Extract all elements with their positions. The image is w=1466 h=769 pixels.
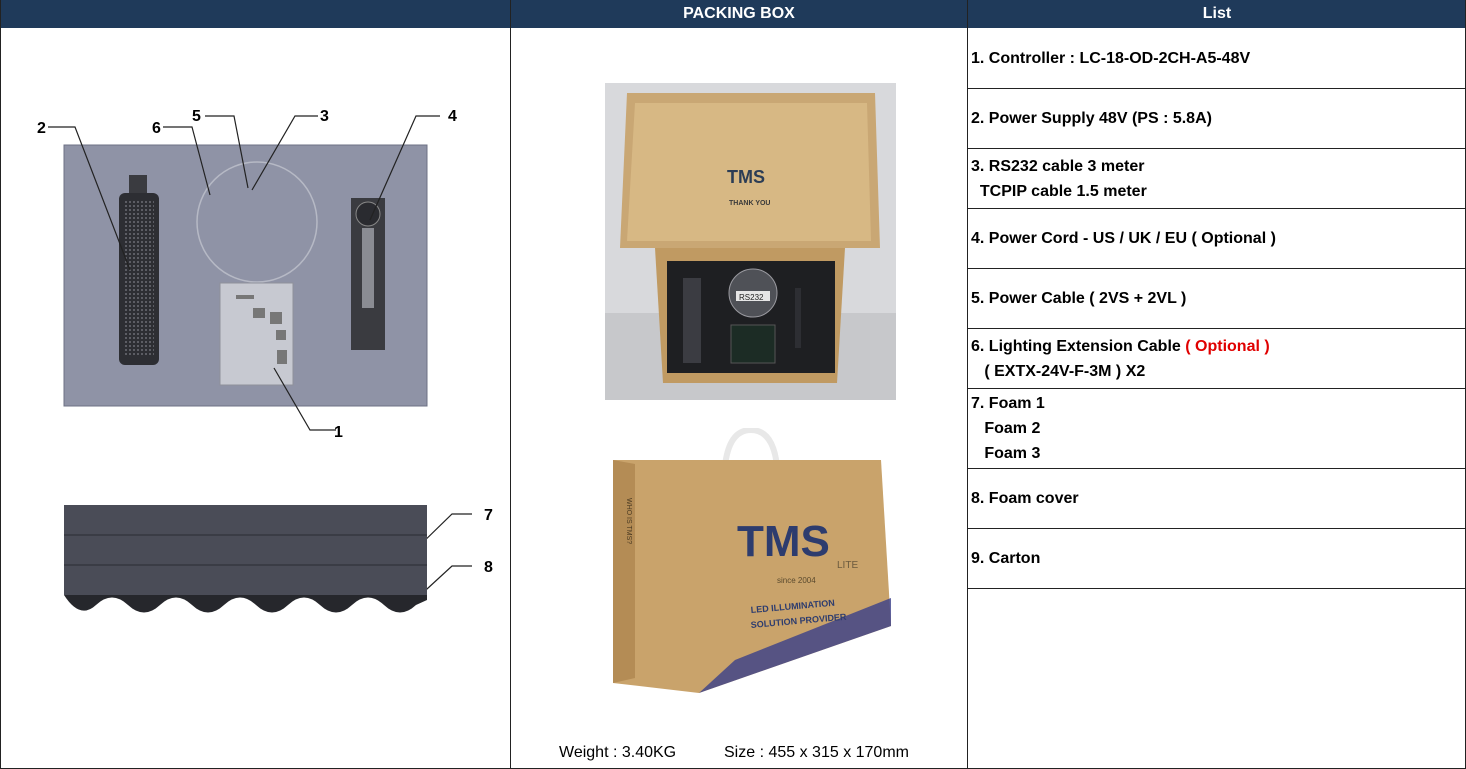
callout-2: 2 xyxy=(37,120,46,137)
callout-7: 7 xyxy=(484,507,493,524)
rs232-tag: RS232 xyxy=(739,293,764,302)
closed-box-side: WHO IS TMS? xyxy=(625,498,632,544)
foam-layers xyxy=(64,505,427,595)
callout-5: 5 xyxy=(192,108,201,125)
header-list: List xyxy=(968,0,1466,28)
list-item-power-supply: 2. Power Supply 48V (PS : 5.8A) xyxy=(968,89,1466,149)
list-item-power-cord: 4. Power Cord - US / UK / EU ( Optional … xyxy=(968,209,1466,269)
border-col2 xyxy=(967,0,968,769)
callout-4: 4 xyxy=(448,108,457,125)
border-col1 xyxy=(510,0,511,769)
closed-box-since: since 2004 xyxy=(777,576,816,585)
open-box-photo: RS232 TMS THANK YOU xyxy=(605,83,896,400)
header-left xyxy=(0,0,511,28)
open-box-thank-you: THANK YOU xyxy=(729,200,770,207)
weight-label: Weight : 3.40KG xyxy=(559,744,677,761)
closed-box-sub: LITE xyxy=(837,560,858,571)
callout-8: 8 xyxy=(484,559,493,576)
list-item-carton: 9. Carton xyxy=(968,529,1466,589)
list-item-power-cable: 5. Power Cable ( 2VS + 2VL ) xyxy=(968,269,1466,329)
size-label: Size : 455 x 315 x 170mm xyxy=(724,744,909,761)
open-box-brand: TMS xyxy=(727,167,765,187)
callout-1: 1 xyxy=(334,424,343,441)
closed-box-photo: TMS LITE since 2004 LED ILLUMINATION SOL… xyxy=(605,428,896,700)
border-left xyxy=(0,0,1,769)
callout-6: 6 xyxy=(152,120,161,137)
foam-cover-wave xyxy=(64,595,427,613)
list-item-foam: 7. Foam 1 Foam 2 Foam 3 xyxy=(968,389,1466,469)
callout-3: 3 xyxy=(320,108,329,125)
list-item-rs232-cable: 3. RS232 cable 3 meter TCPIP cable 1.5 m… xyxy=(968,149,1466,209)
list-item-foam-cover: 8. Foam cover xyxy=(968,469,1466,529)
cable-coil-item xyxy=(196,161,318,283)
header-packing-box: PACKING BOX xyxy=(511,0,968,28)
list-item-extension-cable: 6. Lighting Extension Cable ( Optional )… xyxy=(968,329,1466,389)
closed-box-brand: TMS xyxy=(737,517,830,566)
list-item-controller: 1. Controller : LC-18-OD-2CH-A5-48V xyxy=(968,29,1466,89)
layout-diagram: 2 6 5 3 4 1 7 8 xyxy=(37,108,493,613)
optional-label: ( Optional ) xyxy=(1185,337,1270,355)
